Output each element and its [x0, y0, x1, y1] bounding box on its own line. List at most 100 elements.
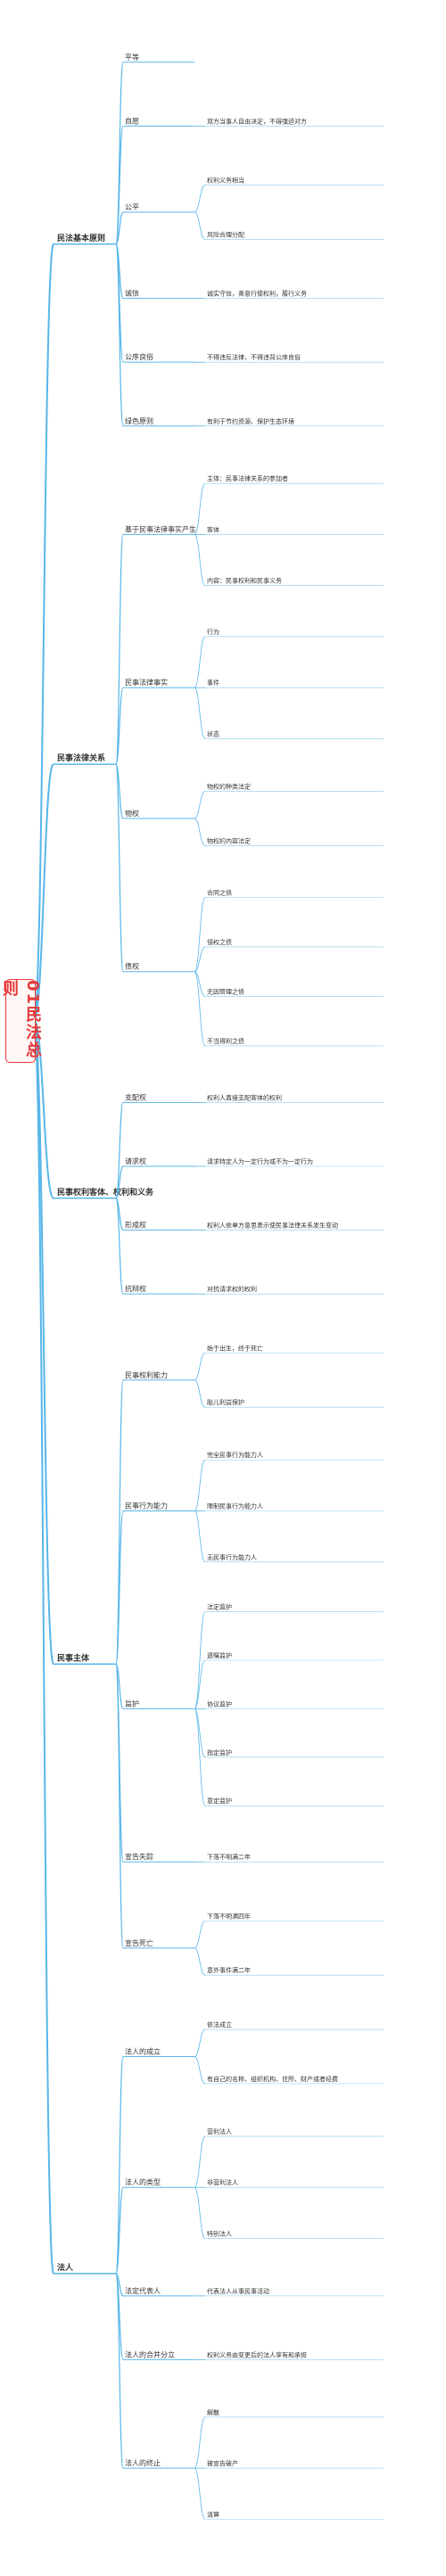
child-connector: [194, 1708, 206, 1758]
item-label: 自愿: [125, 116, 139, 125]
item-label: 民事权利能力: [125, 1370, 168, 1379]
child-label: 限制民事行为能力人: [207, 1502, 263, 1510]
child-label: 意定监护: [207, 1797, 232, 1805]
child-connector: [194, 2416, 206, 2469]
item-label: 法人的终止: [125, 2458, 161, 2467]
child-label: 意外事件满二年: [207, 1966, 251, 1974]
child-label: 不得违反法律，不得违背公序良俗: [207, 353, 301, 361]
child-label: 胎儿利益保护: [207, 1398, 244, 1406]
child-label: 特别法人: [207, 2229, 232, 2237]
item-label: 物权: [125, 809, 139, 818]
section-label: 民事主体: [57, 1652, 90, 1663]
item-label: 宣告死亡: [125, 1938, 153, 1947]
child-label: 权利义务相当: [207, 177, 244, 185]
item-connector: [115, 125, 124, 245]
child-connector: [194, 1947, 206, 1976]
item-connector: [115, 1101, 124, 1199]
child-label: 内容：民事权利和民事义务: [207, 577, 282, 585]
section-connector: [33, 243, 54, 1021]
child-label: 遗嘱监护: [207, 1651, 232, 1659]
child-connector: [194, 946, 206, 973]
item-label: 宣告失踪: [125, 1852, 153, 1861]
child-label: 不当得利之债: [207, 1037, 244, 1045]
item-label: 公平: [125, 203, 139, 211]
item-connector: [115, 2186, 124, 2275]
child-label: 无民事行为能力人: [207, 1553, 257, 1561]
item-connector: [115, 1663, 124, 1949]
child-connector: [194, 534, 206, 587]
child-connector: [194, 1379, 206, 1408]
child-label: 事件: [207, 679, 219, 687]
item-connector: [115, 1510, 124, 1665]
child-connector: [194, 1659, 206, 1709]
child-connector: [194, 211, 206, 240]
child-label: 非营利法人: [207, 2178, 238, 2186]
section-label: 民法基本原则: [57, 233, 105, 243]
child-label: 依法成立: [207, 2020, 232, 2029]
item-connector: [115, 687, 124, 765]
section-connector: [33, 1019, 54, 2275]
item-label: 法人的成立: [125, 2046, 161, 2055]
child-connector: [194, 1352, 206, 1381]
section-connector: [33, 1019, 54, 1666]
item-connector: [115, 763, 124, 819]
section-label: 民事法律关系: [57, 753, 105, 763]
child-label: 有自己的名称、组织机构、住所、财产或者经费: [207, 2075, 338, 2083]
child-connector: [194, 1920, 206, 1949]
section-connector: [33, 1019, 54, 1199]
item-label: 法定代表人: [125, 2286, 161, 2295]
child-connector: [194, 185, 206, 213]
item-label: 平等: [125, 53, 139, 62]
item-connector: [115, 533, 124, 765]
child-label: 双方当事人自由决定，不得强迫对方: [207, 117, 307, 125]
item-label: 法人的合并分立: [125, 2350, 175, 2358]
child-label: 权利义务由变更后的法人享有和承担: [207, 2350, 307, 2358]
child-connector: [194, 971, 206, 1047]
item-connector: [115, 1663, 124, 1709]
child-label: 解散: [207, 2408, 219, 2416]
child-label: 营利法人: [207, 2127, 232, 2136]
child-connector: [194, 636, 206, 688]
child-connector: [194, 2056, 206, 2085]
child-label: 物权的种类法定: [207, 783, 251, 791]
child-label: 下落不明满四年: [207, 1912, 251, 1920]
child-connector: [194, 687, 206, 739]
item-label: 诚信: [125, 289, 139, 298]
child-connector: [194, 1510, 206, 1563]
item-label: 请求权: [125, 1156, 146, 1165]
item-label: 法人的类型: [125, 2177, 161, 2186]
item-label: 基于民事法律事实产生: [125, 524, 196, 533]
root-title: 01民法总则: [0, 980, 42, 1060]
child-label: 侵权之债: [207, 938, 232, 946]
item-label: 民事行为能力: [125, 1502, 168, 1510]
child-label: 清算: [207, 2510, 219, 2518]
child-label: 指定监护: [207, 1749, 232, 1757]
child-connector: [194, 2467, 206, 2520]
child-connector: [194, 2029, 206, 2057]
child-label: 无因管理之债: [207, 987, 244, 995]
item-connector: [115, 2055, 124, 2275]
child-label: 被宣告破产: [207, 2459, 238, 2467]
item-label: 债权: [125, 962, 139, 971]
child-label: 主体：民事法律关系的参加者: [207, 474, 288, 482]
section-label: 法人: [57, 2262, 74, 2273]
child-label: 协议监护: [207, 1700, 232, 1708]
child-label: 客体: [207, 525, 219, 533]
item-connector: [115, 763, 124, 973]
item-connector: [115, 2273, 124, 2469]
child-connector: [194, 1611, 206, 1709]
item-label: 支配权: [125, 1092, 146, 1101]
child-label: 请求特定人为一定行为或不为一定行为: [207, 1157, 313, 1165]
child-label: 有利于节约资源、保护生态环境: [207, 417, 294, 425]
item-connector: [115, 62, 124, 245]
root-node[interactable]: 01民法总则: [0, 979, 42, 1063]
item-label: 公序良俗: [125, 352, 153, 361]
child-connector: [194, 2136, 206, 2188]
item-label: 民事法律事实: [125, 678, 168, 687]
item-label: 监护: [125, 1699, 139, 1708]
child-label: 始于出生，终于死亡: [207, 1344, 263, 1352]
child-label: 合同之债: [207, 889, 232, 897]
child-label: 风险合理分配: [207, 230, 244, 238]
child-label: 状态: [207, 729, 219, 737]
